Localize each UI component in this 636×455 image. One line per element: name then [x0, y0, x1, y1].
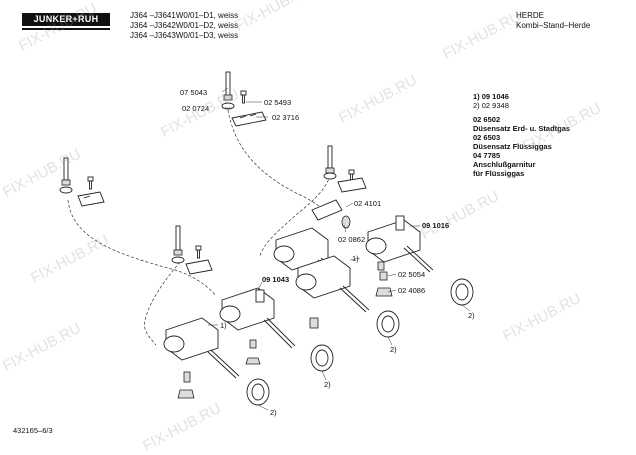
legend-line-9: für Flüssiggas [473, 169, 525, 178]
legend-line-2: 2) 02 9348 [473, 101, 509, 110]
thermocouple-lead-mid [144, 261, 181, 346]
legend-line-1: 1) 09 1046 [473, 92, 509, 101]
knob-2 [376, 310, 400, 338]
callout-1-left: 1) [220, 321, 227, 330]
label-025054: 02 5054 [398, 270, 426, 279]
model-line-1: J364 –J3641W0/01–D1, weiss [130, 11, 239, 20]
thermocouple-probe-left [59, 157, 73, 194]
nozzle-nut [375, 287, 393, 297]
label-025493: 02 5493 [264, 98, 292, 107]
label-024101: 02 4101 [354, 199, 382, 208]
label-091016: 09 1016 [422, 221, 450, 230]
gas-valve-right [365, 215, 434, 273]
callout-2-knob-4: 2) [270, 408, 277, 417]
thermocouple-connector [311, 199, 351, 229]
label-024086: 02 4086 [398, 286, 426, 295]
knob-4 [246, 378, 270, 406]
thermocouple-probe-mid [171, 225, 185, 264]
label-020862: 02 0862 [338, 235, 366, 244]
thermocouple-lead-top [227, 109, 326, 213]
bracket-right [337, 177, 367, 193]
legend-line-5: 02 6503 [473, 133, 501, 142]
doc-number: 432165–6/3 [13, 426, 53, 435]
model-line-2: J364 –J3642W0/01–D2, weiss [130, 21, 239, 30]
label-023716: 02 3716 [272, 113, 300, 122]
screw-left [87, 176, 94, 190]
brand-logo: JUNKER+RUH [22, 13, 110, 26]
thermocouple-lead-left [67, 199, 217, 297]
thermocouple-probe-top [221, 71, 235, 110]
legend-line-8: Anschlußgarnitur [473, 160, 536, 169]
callout-2-knob-2: 2) [390, 345, 397, 354]
callout-2-knob-3: 2) [324, 380, 331, 389]
category-subtitle: Kombi–Stand–Herde [516, 21, 591, 30]
callout-1-right: 1) [352, 254, 359, 263]
callout-2-knob-1: 2) [468, 311, 475, 320]
thermocouple-probe-right [323, 145, 337, 180]
gas-valve-midleft [219, 287, 296, 365]
nozzle-part [379, 271, 388, 281]
category-title: HERDE [516, 11, 545, 20]
label-091043: 09 1043 [262, 275, 290, 284]
bracket-mid [185, 259, 213, 275]
thermocouple-lead-right [259, 174, 331, 257]
category-block: HERDE Kombi–Stand–Herde [516, 11, 590, 31]
parts-legend: 1) 09 1046 2) 02 9348 02 6502 Düsensatz … [473, 92, 570, 178]
model-list: J364 –J3641W0/01–D1, weiss J364 –J3642W0… [130, 11, 238, 41]
knob-1 [450, 278, 474, 306]
label-020724: 02 0724 [182, 104, 210, 113]
label-075043: 07 5043 [180, 88, 208, 97]
logo-rule [22, 28, 110, 30]
legend-line-7: 04 7785 [473, 151, 501, 160]
legend-line-4: Düsensatz Erd- u. Stadtgas [473, 124, 571, 133]
screw-mid [195, 245, 202, 259]
gas-valve-center [295, 255, 370, 329]
legend-line-6: Düsensatz Flüssiggas [473, 142, 552, 151]
knob-3 [310, 344, 334, 372]
gas-valve-left [163, 317, 240, 399]
model-line-3: J364 –J3643W0/01–D3, weiss [130, 31, 239, 40]
screw-top [240, 90, 247, 104]
bracket-left [77, 191, 105, 207]
legend-line-3: 02 6502 [473, 115, 501, 124]
bracket-top [231, 111, 267, 127]
